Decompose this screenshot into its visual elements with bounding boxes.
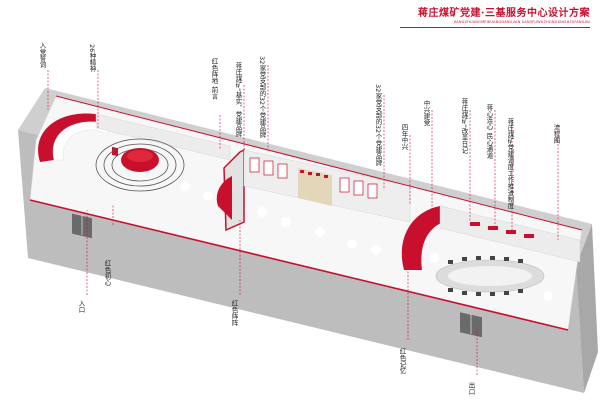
label-jiyi: 红色记忆 [398,347,406,376]
leader-lines [47,65,559,375]
label-liucheng: 流程图 [552,123,560,145]
chairs [448,256,523,296]
label-rukou: 入口 [77,300,85,313]
wall-panels-middle [249,157,378,199]
building-right-wall [576,224,598,393]
label-rudang: 入党誓词 [38,42,46,68]
banner-rule [400,27,590,28]
label-zhidu: 蒋庄煤矿党建调度工作推进制度 [506,117,514,211]
entrance-curved-wall [38,113,113,162]
label-hongse-zhuyuan: 红色阵地 前言 [210,57,218,101]
label-chukou: 出口 [467,381,475,396]
partition-curve-1 [216,176,232,220]
conference-table-inner [448,266,532,286]
label-jichu: 蒋庄煤矿”基实、党建品牌 [234,61,242,138]
label-zhen: 红色阵阵 [230,299,238,328]
ceiling-lights [180,181,553,301]
wood-panel [298,168,332,206]
red-strip-middle [300,170,328,178]
red-outer-rim [29,199,569,331]
banner-subtitle: JIANGZHUANGMEIKUANGDANGJIAN SANJIFUWUZHO… [453,20,590,24]
label-chuxin: 红色初心 [103,259,111,287]
back-wall-left [95,113,231,161]
label-gaige: 蒋庄煤矿”改革日记 [460,97,468,154]
label-zhongxing: 中兴建党 [422,99,430,128]
label-pinpai-32-a: 32家党支部的32个党建品牌 [258,56,266,139]
label-jingshen: 26种精神 [88,44,96,73]
label-pinpai-32-b: 32家党支部的32个党建品牌 [374,84,382,167]
banner-title: 蒋庄煤矿党建·三基服务中心设计方案 [418,8,590,19]
label-sishi: 四年中兴 [400,124,408,152]
title-banner: 蒋庄煤矿党建·三基服务中心设计方案 JIANGZHUANGMEIKUANGDAN… [400,4,590,28]
label-lianxin: 蒋心连心 民心通道 [485,103,493,160]
red-back-rim [55,95,583,231]
exit-door-icon [460,312,482,338]
central-red-sculpture-top [127,150,153,162]
red-panels-right [470,222,534,238]
